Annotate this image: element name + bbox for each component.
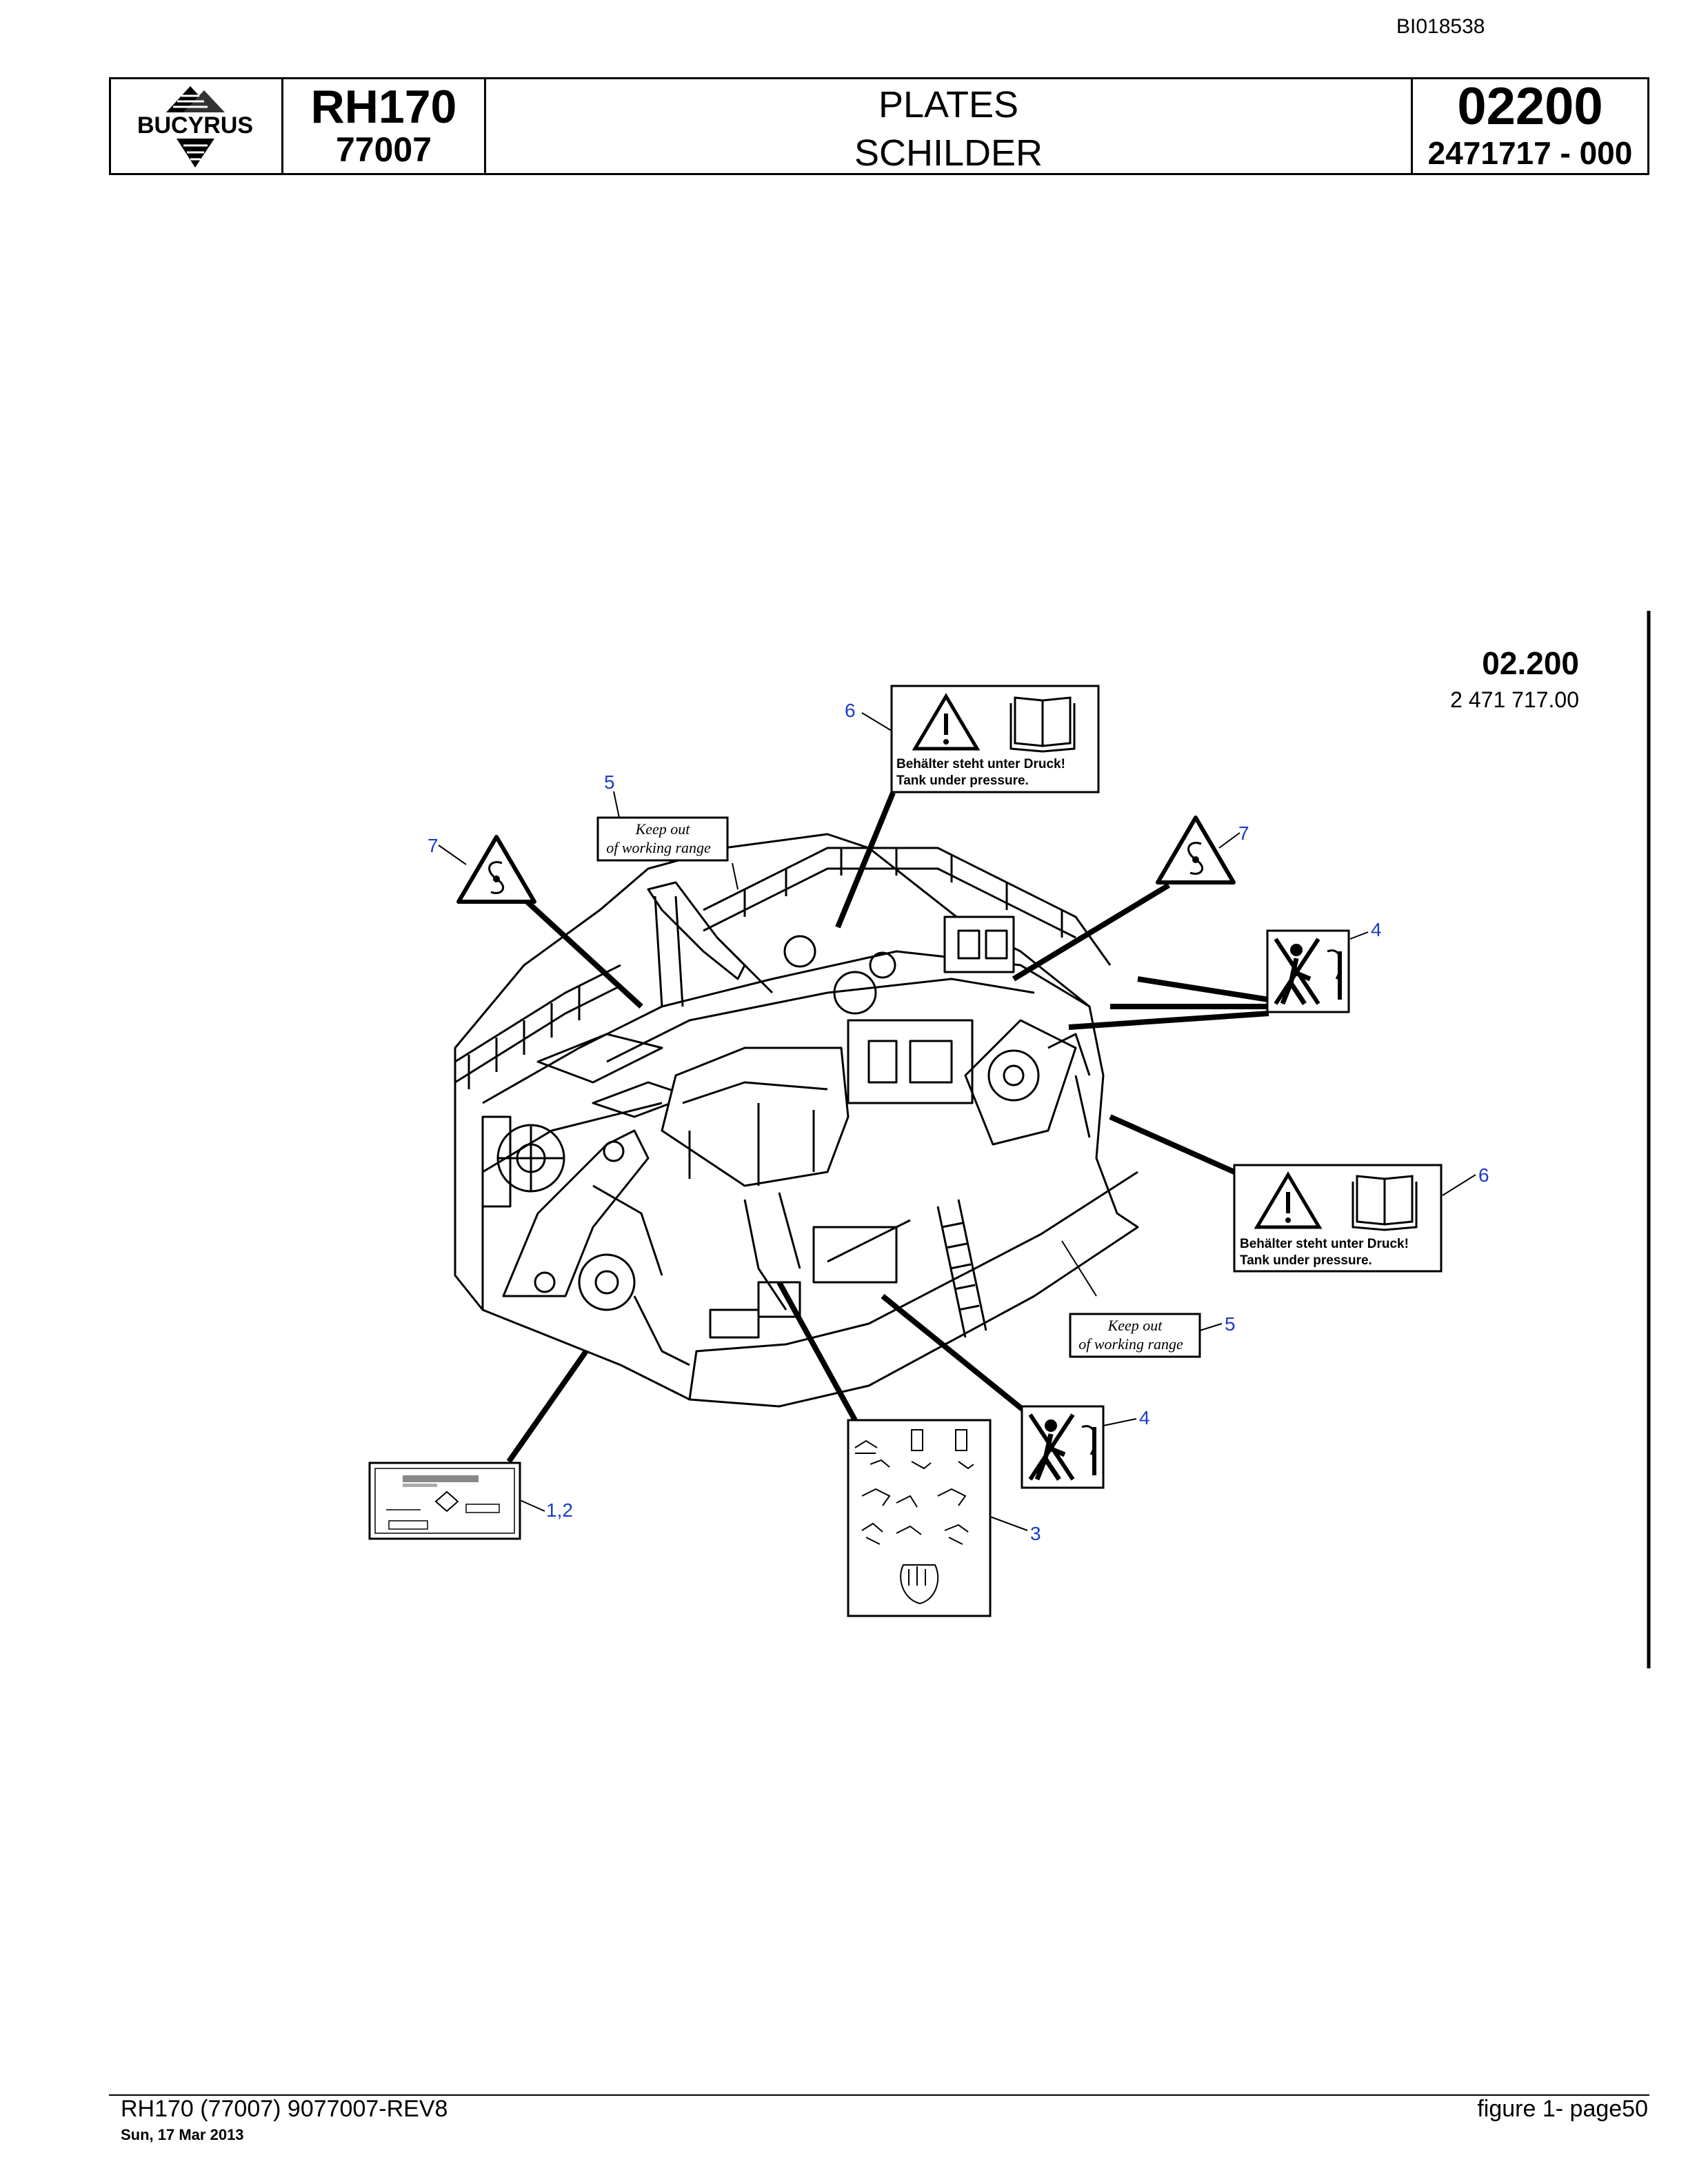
keep-out-line1: Keep out xyxy=(1107,1317,1163,1334)
thin-leaders xyxy=(732,862,1097,1297)
callout-3: 3 xyxy=(1030,1523,1041,1544)
model-name: RH170 xyxy=(310,81,457,133)
logo-text: BUCYRUS xyxy=(137,112,253,139)
footer-page-ref: figure 1- page50 xyxy=(1477,2096,1648,2122)
plate-text-en: Tank under pressure. xyxy=(896,774,1029,788)
hydraulic-excavator-icon xyxy=(454,833,1139,1408)
logo-cell: BUCYRUS xyxy=(111,79,283,173)
figure-ref-part: 2 471 717.00 xyxy=(1450,687,1579,712)
group-number: 02200 xyxy=(1457,77,1603,136)
callout-6-right: 6 xyxy=(1478,1164,1489,1186)
figure-ref-number: 02.200 xyxy=(1482,645,1579,681)
number-cell: 02200 2471717 - 000 xyxy=(1413,79,1647,173)
leader-lines xyxy=(506,791,1269,1464)
bucyrus-logo: BUCYRUS xyxy=(137,86,253,168)
callout-6-top: 6 xyxy=(845,700,856,721)
footer-document-ref: RH170 (77007) 9077007-REV8 xyxy=(121,2096,448,2122)
keep-out-line1: Keep out xyxy=(635,820,691,838)
callout-4-bottom: 4 xyxy=(1139,1407,1150,1428)
title-cell: PLATES SCHILDER xyxy=(486,79,1413,174)
plate-pressure-top: Behälter steht unter Druck! Tank under p… xyxy=(890,685,1100,793)
title-english: PLATES xyxy=(878,84,1019,125)
warning-triangle-icon xyxy=(912,693,981,751)
warning-triangle-icon xyxy=(1254,1171,1323,1229)
callout-4-top: 4 xyxy=(1371,919,1382,940)
callout-7-right: 7 xyxy=(1238,822,1249,844)
no-person-hazard-icon xyxy=(1021,1405,1105,1489)
fan-hazard-icon xyxy=(456,835,536,904)
footer-rule xyxy=(109,2094,1649,2096)
title-german: SCHILDER xyxy=(854,132,1043,174)
plate-pressure-right: Behälter steht unter Druck! Tank under p… xyxy=(1233,1164,1443,1273)
plate-operating-instructions xyxy=(847,1419,992,1617)
manual-book-icon xyxy=(1009,696,1076,753)
fan-hazard-icon xyxy=(1156,816,1236,884)
keep-out-line2: of working range xyxy=(1078,1335,1183,1353)
callout-5-top: 5 xyxy=(604,771,615,793)
no-person-hazard-icon xyxy=(1266,929,1350,1013)
part-number: 2471717 - 000 xyxy=(1427,135,1633,171)
callout-7-left: 7 xyxy=(428,835,439,856)
footer-date: Sun, 17 Mar 2013 xyxy=(121,2126,244,2143)
callout-5-bottom: 5 xyxy=(1225,1313,1236,1335)
plate-type xyxy=(368,1462,521,1540)
plate-keep-out-bottom: Keep out of working range xyxy=(1069,1313,1201,1358)
plate-keep-out-top: Keep out of working range xyxy=(596,816,729,862)
plate-text-en: Tank under pressure. xyxy=(1240,1253,1372,1268)
keep-out-line2: of working range xyxy=(606,839,711,856)
callout-1-2: 1,2 xyxy=(546,1499,573,1521)
plate-text-de: Behälter steht unter Druck! xyxy=(1240,1237,1409,1251)
serial-number: 77007 xyxy=(335,130,432,169)
title-block: BUCYRUS RH170 77007 PLATES SCHILDER 0220… xyxy=(109,77,1649,175)
plate-text-de: Behälter steht unter Druck! xyxy=(896,757,1065,771)
manual-book-icon xyxy=(1352,1175,1418,1231)
document-id: BI018538 xyxy=(1396,15,1485,38)
model-cell: RH170 77007 xyxy=(283,79,486,173)
